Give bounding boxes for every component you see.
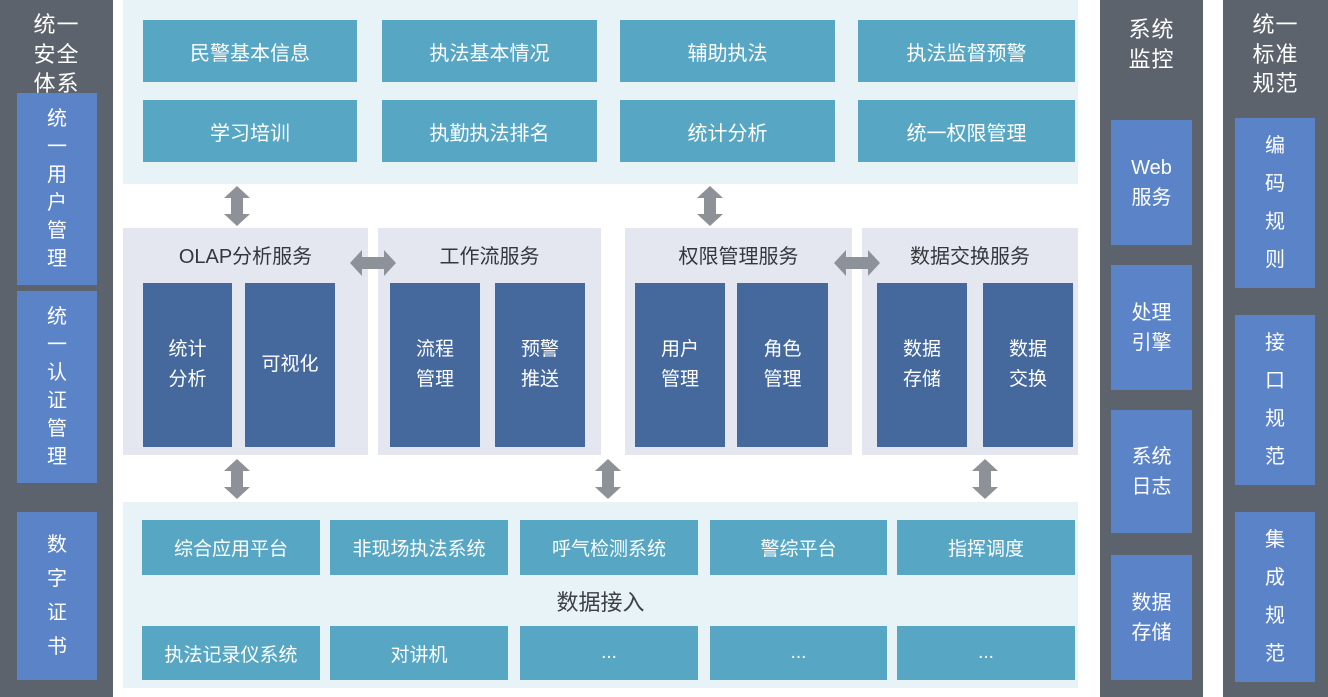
arrow-head-up-icon bbox=[224, 459, 250, 471]
double-arrow-vertical-bottom-left bbox=[224, 459, 250, 499]
pillar-coding-rules: 编 码 规 则 bbox=[1235, 118, 1315, 288]
access-button-integrated-platform: 综合应用平台 bbox=[142, 520, 320, 575]
app-button-learning-training: 学习培训 bbox=[143, 100, 357, 162]
arrow-head-down-icon bbox=[972, 487, 998, 499]
double-arrow-vertical-bottom-center bbox=[595, 459, 621, 499]
arrow-head-down-icon bbox=[224, 487, 250, 499]
service-panel-title: OLAP分析服务 bbox=[178, 246, 313, 268]
monitor-column: 系统 监控 Web 服务 处理 引擎 系统 日志 数据 存储 bbox=[1100, 0, 1203, 697]
service-panel-data-exchange: 数据交换服务 数据 存储 数据 交换 bbox=[862, 228, 1078, 455]
pillar-web-service: Web 服务 bbox=[1111, 120, 1192, 245]
standards-column-title: 统一 标准 规范 bbox=[1252, 12, 1299, 97]
access-button-ellipsis-1: ... bbox=[520, 626, 698, 680]
security-column-title: 统一 安全 体系 bbox=[33, 12, 80, 97]
pillar-unified-auth-management: 统 一 认 证 管 理 bbox=[17, 291, 97, 483]
double-arrow-horizontal-left bbox=[350, 250, 396, 276]
arrow-head-up-icon bbox=[697, 186, 723, 198]
arrow-head-left-icon bbox=[350, 250, 362, 276]
arrow-shaft bbox=[979, 471, 991, 487]
app-button-duty-ranking: 执勤执法排名 bbox=[382, 100, 597, 162]
pillar-data-storage: 数据 存储 bbox=[1111, 555, 1192, 680]
access-button-ellipsis-3: ... bbox=[897, 626, 1075, 680]
service-box-statistics-analysis: 统计 分析 bbox=[143, 283, 232, 447]
application-layer-panel: 民警基本信息 执法基本情况 辅助执法 执法监督预警 学习培训 执勤执法排名 统计… bbox=[123, 0, 1078, 184]
arrow-head-down-icon bbox=[697, 214, 723, 226]
arrow-shaft bbox=[846, 257, 868, 269]
data-access-panel: 综合应用平台 非现场执法系统 呼气检测系统 警综平台 指挥调度 数据接入 执法记… bbox=[123, 502, 1078, 688]
arrow-shaft bbox=[704, 198, 716, 214]
service-box-data-exchange: 数据 交换 bbox=[983, 283, 1073, 447]
double-arrow-vertical-top-left bbox=[224, 186, 250, 226]
arrow-head-down-icon bbox=[224, 214, 250, 226]
arrow-head-left-icon bbox=[834, 250, 846, 276]
arrow-shaft bbox=[362, 257, 384, 269]
arrow-head-right-icon bbox=[868, 250, 880, 276]
access-button-ellipsis-2: ... bbox=[710, 626, 887, 680]
app-button-supervision-warning: 执法监督预警 bbox=[858, 20, 1075, 82]
app-button-unified-permissions: 统一权限管理 bbox=[858, 100, 1075, 162]
service-box-process-management: 流程 管理 bbox=[390, 283, 480, 447]
service-box-user-management: 用户 管理 bbox=[635, 283, 725, 447]
service-box-warning-push: 预警 推送 bbox=[495, 283, 585, 447]
arrow-head-down-icon bbox=[595, 487, 621, 499]
arrow-shaft bbox=[602, 471, 614, 487]
pillar-unified-user-management: 统 一 用 户 管 理 bbox=[17, 93, 97, 285]
arrow-shaft bbox=[231, 198, 243, 214]
pillar-interface-standards: 接 口 规 范 bbox=[1235, 315, 1315, 485]
service-box-data-storage: 数据 存储 bbox=[877, 283, 967, 447]
access-button-body-camera-system: 执法记录仪系统 bbox=[142, 626, 320, 680]
service-panel-permission: 权限管理服务 用户 管理 角色 管理 bbox=[625, 228, 852, 455]
double-arrow-vertical-bottom-right bbox=[972, 459, 998, 499]
standards-column: 统一 标准 规范 编 码 规 则 接 口 规 范 集 成 规 范 bbox=[1223, 0, 1328, 697]
access-button-offsite-enforcement: 非现场执法系统 bbox=[330, 520, 508, 575]
access-button-command-dispatch: 指挥调度 bbox=[897, 520, 1075, 575]
arrow-shaft bbox=[231, 471, 243, 487]
access-button-walkie-talkie: 对讲机 bbox=[330, 626, 508, 680]
monitor-column-title: 系统 监控 bbox=[1128, 17, 1175, 72]
service-panel-title: 工作流服务 bbox=[439, 246, 540, 268]
double-arrow-horizontal-right bbox=[834, 250, 880, 276]
pillar-integration-standards: 集 成 规 范 bbox=[1235, 512, 1315, 682]
app-button-assisted-enforcement: 辅助执法 bbox=[620, 20, 835, 82]
arrow-head-up-icon bbox=[595, 459, 621, 471]
access-button-police-platform: 警综平台 bbox=[710, 520, 887, 575]
access-button-breath-test-system: 呼气检测系统 bbox=[520, 520, 698, 575]
arrow-head-up-icon bbox=[972, 459, 998, 471]
pillar-processing-engine: 处理 引擎 bbox=[1111, 265, 1192, 390]
service-panel-workflow: 工作流服务 流程 管理 预警 推送 bbox=[378, 228, 601, 455]
service-panel-title: 数据交换服务 bbox=[910, 246, 1030, 268]
service-box-role-management: 角色 管理 bbox=[737, 283, 828, 447]
double-arrow-vertical-top-right bbox=[697, 186, 723, 226]
pillar-system-log: 系统 日志 bbox=[1111, 410, 1192, 533]
arrow-head-right-icon bbox=[384, 250, 396, 276]
data-access-label: 数据接入 bbox=[556, 590, 645, 615]
service-panel-olap: OLAP分析服务 统计 分析 可视化 bbox=[123, 228, 368, 455]
app-button-police-basic-info: 民警基本信息 bbox=[143, 20, 357, 82]
pillar-digital-certificate: 数 字 证 书 bbox=[17, 512, 97, 680]
service-panel-title: 权限管理服务 bbox=[678, 246, 799, 268]
app-button-enforcement-basics: 执法基本情况 bbox=[382, 20, 597, 82]
app-button-statistics-analysis: 统计分析 bbox=[620, 100, 835, 162]
arrow-head-up-icon bbox=[224, 186, 250, 198]
security-column: 统一 安全 体系 统 一 用 户 管 理 统 一 认 证 管 理 数 字 证 书 bbox=[0, 0, 113, 697]
service-box-visualization: 可视化 bbox=[245, 283, 335, 447]
